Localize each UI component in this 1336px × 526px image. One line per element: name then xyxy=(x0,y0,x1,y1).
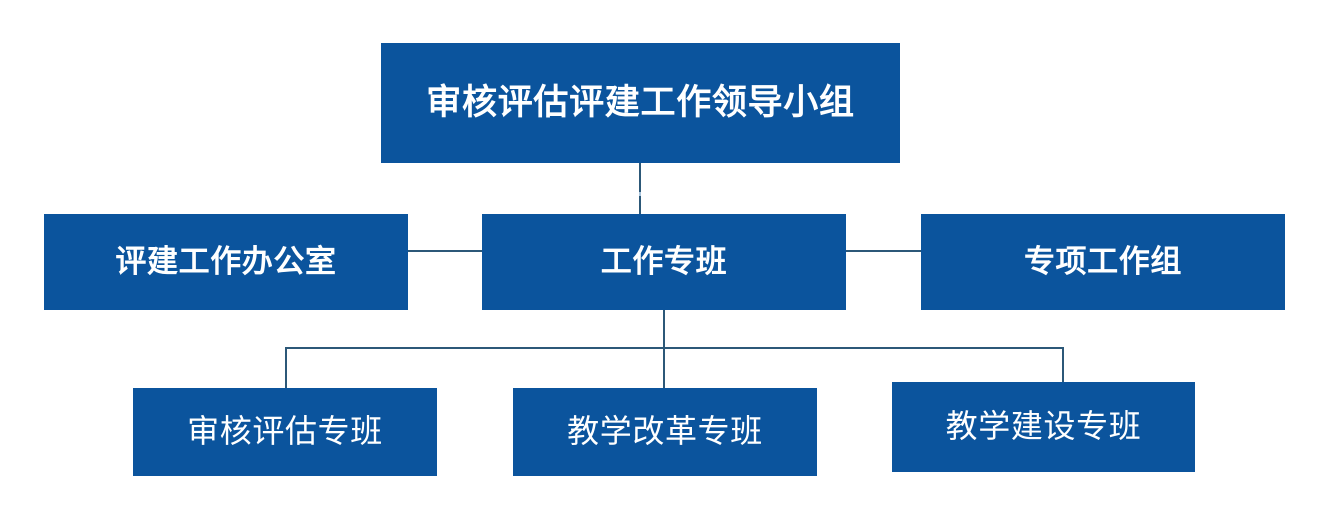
node-special-group[interactable]: 专项工作组 xyxy=(921,214,1285,310)
connector-horizontal-bus xyxy=(285,347,1063,349)
connector-drop-teaching-construction-team xyxy=(1062,347,1064,382)
connector-work-team-to-special-group xyxy=(846,250,921,252)
connector-leadership-to-work-team-gap xyxy=(639,192,641,196)
node-leadership-group[interactable]: 审核评估评建工作领导小组 xyxy=(381,43,900,163)
node-teaching-reform-team[interactable]: 教学改革专班 xyxy=(513,388,817,476)
node-office[interactable]: 评建工作办公室 xyxy=(44,214,408,310)
connector-drop-teaching-reform-team xyxy=(663,347,665,388)
node-teaching-construction-team[interactable]: 教学建设专班 xyxy=(892,382,1195,472)
connector-work-team-down xyxy=(663,310,665,348)
node-review-team[interactable]: 审核评估专班 xyxy=(133,388,437,476)
connector-drop-review-team xyxy=(285,347,287,388)
node-work-team[interactable]: 工作专班 xyxy=(482,214,846,310)
connector-leadership-to-work-team xyxy=(639,163,641,192)
connector-work-team-to-office xyxy=(408,250,482,252)
connector-leadership-to-work-team-lower xyxy=(639,196,641,214)
